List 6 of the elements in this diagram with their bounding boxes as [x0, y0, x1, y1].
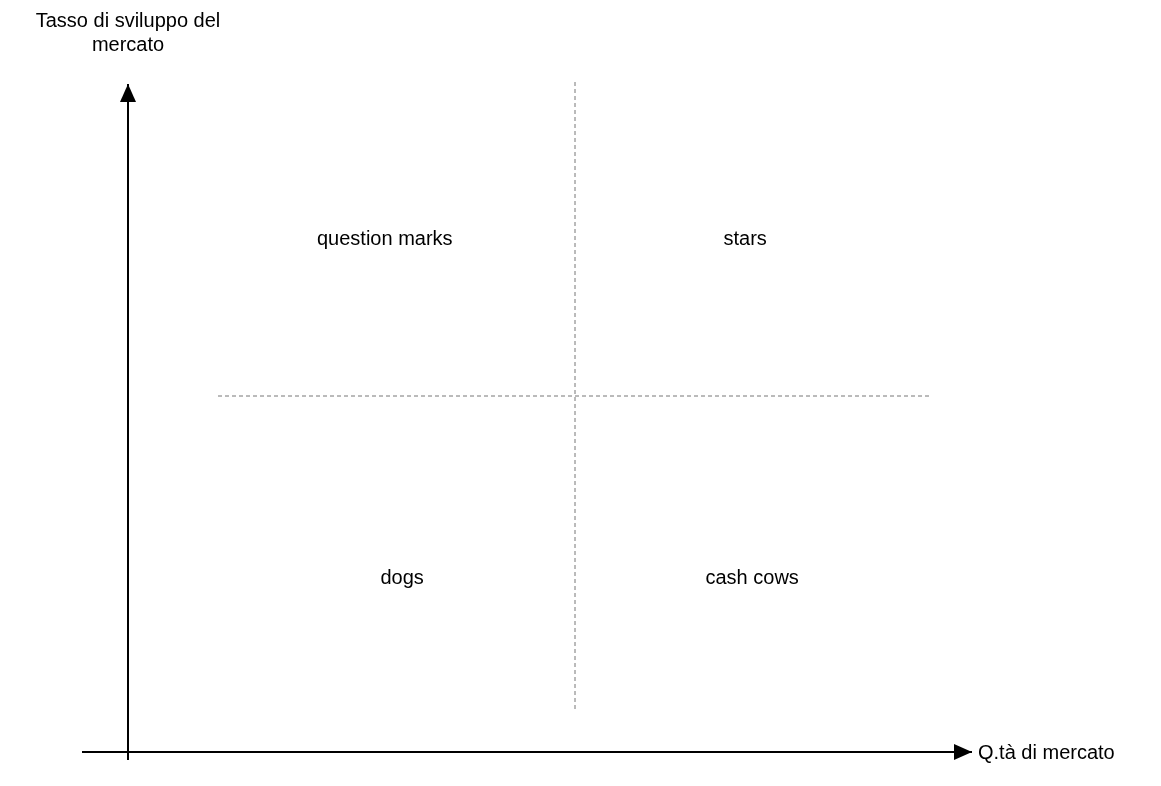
quadrant-label: cash cows	[705, 565, 799, 589]
quadrant-label: question marks	[317, 226, 453, 250]
quadrant-label: stars	[723, 226, 767, 250]
axis-label: Tasso di sviluppo del mercato	[34, 8, 222, 56]
quadrant-label: dogs	[380, 565, 424, 589]
axis-label: Q.tà di mercato	[978, 740, 1115, 764]
